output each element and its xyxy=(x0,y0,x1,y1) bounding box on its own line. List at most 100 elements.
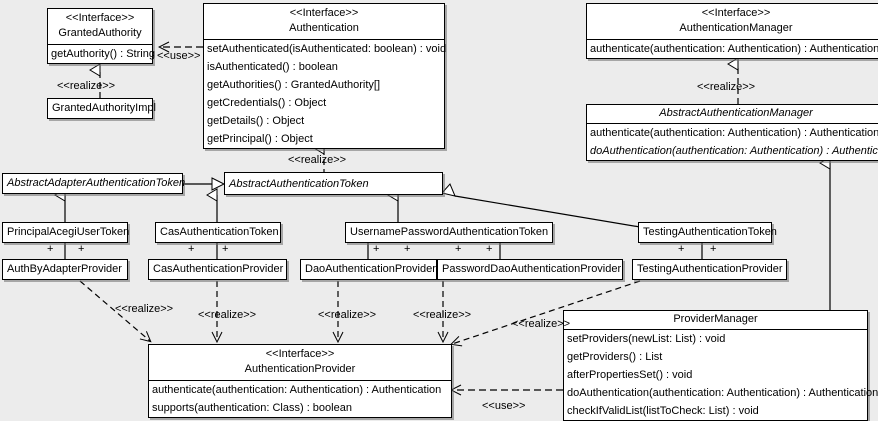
class-header: AbstractAuthenticationManager xyxy=(587,105,878,123)
operation-row: getAuthorities() : GrantedAuthority[] xyxy=(207,79,381,91)
class-name-label: TestingAuthenticationProvider xyxy=(637,263,783,275)
operation-row: authenticate(authentication: Authenticat… xyxy=(590,127,878,139)
class-name-label: Authentication xyxy=(289,22,359,34)
assoc-visibility-marker: + xyxy=(188,243,195,255)
operations-compartment: authenticate(authentication: Authenticat… xyxy=(587,123,878,160)
generalization-link-testingauthenticationtoken-line xyxy=(454,195,641,228)
assoc-visibility-marker: + xyxy=(373,243,380,255)
class-name-label: CasAuthenticationToken xyxy=(160,226,279,238)
operations-compartment: setAuthenticated(isAuthenticated: boolea… xyxy=(204,39,446,148)
class-name-label: PrincipalAcegiUserToken xyxy=(7,226,130,238)
class-cas-authentication-token[interactable]: CasAuthenticationToken xyxy=(155,222,281,243)
class-header: GrantedAuthorityImpl xyxy=(48,99,156,118)
class-header: DaoAuthenticationProvider xyxy=(301,260,436,279)
class-header: PrincipalAcegiUserToken xyxy=(3,223,130,242)
class-header: <<Interface>> AuthenticationManager xyxy=(587,4,878,39)
operation-row: checkIfValidList(listToCheck: List) : vo… xyxy=(567,405,759,417)
class-authentication-provider[interactable]: <<Interface>> AuthenticationProvider aut… xyxy=(148,344,452,418)
class-name-label: CasAuthenticationProvider xyxy=(153,263,284,275)
class-header: TestingAuthenticationToken xyxy=(639,223,777,242)
class-name-label: ProviderManager xyxy=(673,313,758,325)
class-abstract-adapter-authentication-token[interactable]: AbstractAdapterAuthenticationToken xyxy=(2,173,186,194)
assoc-visibility-marker: + xyxy=(47,243,54,255)
class-name-label: AuthByAdapterProvider xyxy=(7,263,122,275)
operations-compartment: authenticate(authentication: Authenticat… xyxy=(587,39,878,58)
assoc-visibility-marker: + xyxy=(710,243,717,255)
class-password-dao-authentication-provider[interactable]: PasswordDaoAuthenticationProvider xyxy=(437,259,623,280)
assoc-visibility-marker: + xyxy=(678,243,685,255)
class-header: PasswordDaoAuthenticationProvider xyxy=(438,260,622,279)
relationship-label-use-provider-manager: <<use>> xyxy=(482,400,526,412)
operation-row: setProviders(newList: List) : void xyxy=(567,333,726,345)
class-provider-manager[interactable]: ProviderManager setProviders(newList: Li… xyxy=(563,310,878,421)
class-principal-acegi-user-token[interactable]: PrincipalAcegiUserToken xyxy=(2,222,130,243)
operation-row: getPrincipal() : Object xyxy=(207,133,313,145)
relationship-label-realize-provider-manager: <<realize>> xyxy=(512,318,571,330)
operation-row: afterPropertiesSet() : void xyxy=(567,369,693,381)
operation-row: authenticate(authentication: Authenticat… xyxy=(590,43,878,55)
class-authentication[interactable]: <<Interface>> Authentication setAuthenti… xyxy=(203,3,446,149)
operation-row: getCredentials() : Object xyxy=(207,97,327,109)
class-abstract-authentication-token[interactable]: AbstractAuthenticationToken xyxy=(224,172,443,195)
operation-row: isAuthenticated() : boolean xyxy=(207,61,338,73)
relationship-label-realize-granted-authority-impl: <<realize>> xyxy=(57,80,116,92)
class-username-password-authentication-token[interactable]: UsernamePasswordAuthenticationToken xyxy=(345,222,553,243)
class-testing-authentication-token[interactable]: TestingAuthenticationToken xyxy=(638,222,777,243)
assoc-visibility-marker: + xyxy=(404,243,411,255)
operations-compartment: getAuthority() : String xyxy=(48,44,155,63)
class-header: <<Interface>> GrantedAuthority xyxy=(48,9,152,44)
operation-row: getProviders() : List xyxy=(567,351,663,363)
class-granted-authority-impl[interactable]: GrantedAuthorityImpl xyxy=(47,98,156,119)
class-auth-by-adapter-provider[interactable]: AuthByAdapterProvider xyxy=(2,259,128,280)
class-cas-authentication-provider[interactable]: CasAuthenticationProvider xyxy=(148,259,287,280)
class-name-label: DaoAuthenticationProvider xyxy=(305,263,436,275)
class-granted-authority[interactable]: <<Interface>> GrantedAuthority getAuthor… xyxy=(47,8,155,64)
class-header: TestingAuthenticationProvider xyxy=(633,260,786,279)
class-header: <<Interface>> Authentication xyxy=(204,4,444,39)
class-name-label: AbstractAuthenticationManager xyxy=(659,107,813,119)
class-name-label: TestingAuthenticationToken xyxy=(643,226,777,238)
class-authentication-manager[interactable]: <<Interface>> AuthenticationManager auth… xyxy=(586,3,878,59)
class-header: CasAuthenticationToken xyxy=(156,223,280,242)
class-dao-authentication-provider[interactable]: DaoAuthenticationProvider xyxy=(300,259,437,280)
class-name-label: AbstractAdapterAuthenticationToken xyxy=(7,177,186,189)
operations-compartment: authenticate(authentication: Authenticat… xyxy=(149,380,451,417)
generalization-arrow-testingauthenticationtoken xyxy=(441,183,456,197)
class-header: <<Interface>> AuthenticationProvider xyxy=(149,345,451,380)
class-header: AbstractAdapterAuthenticationToken xyxy=(3,174,186,193)
stereotype-label: <<Interface>> xyxy=(289,7,359,19)
class-header: UsernamePasswordAuthenticationToken xyxy=(346,223,552,242)
assoc-visibility-marker: + xyxy=(222,243,229,255)
realize-link-authbyadapterprovider xyxy=(79,280,150,341)
operation-row: getAuthority() : String xyxy=(51,48,155,60)
operations-compartment: setProviders(newList: List) : void getPr… xyxy=(564,329,878,420)
operation-row: supports(authentication: Class) : boolea… xyxy=(152,402,352,414)
class-name-label: GrantedAuthority xyxy=(58,27,142,39)
relationship-label-realize-auth-by-adapter-provider: <<realize>> xyxy=(115,303,174,315)
class-header: AuthByAdapterProvider xyxy=(3,260,127,279)
class-name-label: GrantedAuthorityImpl xyxy=(52,102,156,114)
assoc-visibility-marker: + xyxy=(78,243,85,255)
operation-row: doAuthentication(authentication: Authent… xyxy=(590,145,878,157)
operation-row: authenticate(authentication: Authenticat… xyxy=(152,384,442,396)
relationship-label-realize-password-dao-authentication-provider: <<realize>> xyxy=(413,309,472,321)
assoc-visibility-marker: + xyxy=(486,243,493,255)
realize-link-testingauthenticationprovider xyxy=(452,280,641,344)
class-testing-authentication-provider[interactable]: TestingAuthenticationProvider xyxy=(632,259,787,280)
relationship-label-realize-dao-authentication-provider: <<realize>> xyxy=(318,309,377,321)
stereotype-label: <<Interface>> xyxy=(701,7,771,19)
operation-row: getDetails() : Object xyxy=(207,115,305,127)
class-name-label: UsernamePasswordAuthenticationToken xyxy=(350,226,549,238)
class-name-label: AuthenticationProvider xyxy=(244,363,356,375)
relationship-label-realize-cas-authentication-provider: <<realize>> xyxy=(198,309,257,321)
class-header: ProviderManager xyxy=(564,311,867,329)
assoc-visibility-marker: + xyxy=(455,243,462,255)
stereotype-label: <<Interface>> xyxy=(265,348,335,360)
class-header: AbstractAuthenticationToken xyxy=(225,173,442,194)
class-abstract-authentication-manager[interactable]: AbstractAuthenticationManager authentica… xyxy=(586,104,878,161)
stereotype-label: <<Interface>> xyxy=(65,12,135,24)
relationship-label-use-granted-authority: <<use>> xyxy=(157,50,201,62)
generalization-arrow-abstractadaptertoken xyxy=(211,177,226,191)
